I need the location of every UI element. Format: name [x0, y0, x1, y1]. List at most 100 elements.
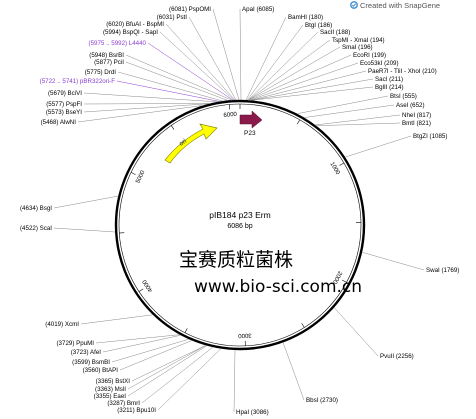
- site-label-btgi: BtgI (186): [305, 22, 332, 29]
- leader-line-bpu10i: [157, 348, 222, 411]
- tick-mark: [184, 328, 188, 333]
- tick-label: 6000: [223, 112, 237, 119]
- leader-line-pcii: [125, 61, 229, 101]
- leader-line-eco53ki: [248, 62, 359, 101]
- watermark-chinese: 宝赛质粒菌株: [179, 249, 293, 271]
- leader-line-pspomi: [212, 8, 240, 101]
- leader-line-pspfi: [83, 103, 212, 105]
- site-label-bseyi: (5573) BseYI: [46, 109, 82, 116]
- leader-line-bsgi: [53, 195, 119, 209]
- site-label-bglii: BglII (214): [375, 84, 404, 91]
- leader-line-xcmi: [80, 314, 154, 325]
- leader-line-scai: [53, 227, 116, 233]
- snapgene-credit: Created with SnapGene: [350, 1, 440, 10]
- tick-mark: [341, 279, 347, 283]
- site-label-pvuii: PvuII (2256): [380, 353, 414, 360]
- site-leader-lines: [53, 8, 425, 413]
- leader-line-tspmi: [247, 39, 331, 101]
- leader-line-bmri: [141, 346, 214, 404]
- site-label-afei: (3723) AfeI: [71, 349, 102, 356]
- site-label-saci1: SacII (188): [320, 29, 350, 36]
- site-label-btsi: BtsI (555): [390, 93, 417, 100]
- tick-mark: [296, 119, 300, 125]
- site-label-swai: SwaI (1769): [426, 267, 459, 274]
- leader-line-drdi: [117, 71, 224, 102]
- tick-label: 4000: [142, 278, 155, 293]
- leader-line-saci1: [247, 31, 319, 101]
- leader-line-pvuii: [333, 307, 379, 357]
- tick-label: 3000: [237, 332, 251, 339]
- site-label-l4440: (5975 .. 5992) L4440: [89, 40, 147, 47]
- leader-line-eaei: [127, 345, 208, 397]
- site-label-pbr322: (5722 .. 5741) pBR322ori-F: [40, 78, 116, 85]
- p23-feature-arrow: [239, 110, 263, 129]
- tick-mark: [301, 323, 305, 328]
- site-label-alwni: (5468) AlwNI: [41, 119, 77, 126]
- tick-mark: [339, 162, 345, 166]
- site-label-bamhi: BamHI (180): [288, 14, 323, 21]
- site-label-bcivi: (5679) BciVI: [48, 90, 82, 97]
- leader-line-smai: [247, 46, 341, 101]
- leader-line-bbsi: [282, 342, 305, 401]
- site-label-btapi: (3560) BtAPI: [83, 367, 119, 374]
- site-label-bfuai: (6020) BfuAI - BspMI: [106, 21, 164, 28]
- site-label-scai: (4522) ScaI: [20, 225, 52, 232]
- site-label-eco53ki: Eco53kI (209): [360, 60, 399, 67]
- tick-label: 1000: [328, 161, 340, 176]
- watermark-url: www.bio-sci.com.cn: [194, 277, 362, 297]
- site-label-ecori: EcoRI (199): [353, 52, 386, 59]
- plasmid-name: pIB184 p23 Erm: [209, 210, 270, 220]
- tick-mark: [170, 125, 175, 130]
- leader-line-bstxi: [131, 345, 207, 382]
- tick-mark: [138, 288, 144, 292]
- leader-line-l4440: [147, 42, 234, 101]
- leader-line-swai: [361, 251, 425, 271]
- leader-line-bamhi: [245, 16, 287, 101]
- site-label-pspomi: (6081) PspOMI: [169, 6, 211, 13]
- leader-line-msli: [127, 345, 207, 390]
- site-label-saci2: SacI (211): [375, 76, 403, 83]
- leader-line-btgi: [246, 24, 304, 101]
- site-label-ppumi: (3729) PpuMI: [57, 340, 95, 347]
- tick-label: 2000: [331, 270, 343, 285]
- leader-line-afei: [102, 334, 182, 353]
- site-label-paer7i: PaeR7I - TliI - XhoI (210): [368, 68, 437, 75]
- leader-line-saci2: [249, 78, 374, 101]
- site-label-bsrbi: (5948) BsrBI: [89, 52, 124, 59]
- site-label-xcmi: (4019) XcmI: [45, 321, 79, 328]
- site-label-bspqi: (5994) BspQI - SapI: [103, 29, 158, 36]
- ori-label: ori: [178, 138, 188, 148]
- credit-text: Created with SnapGene: [360, 1, 440, 10]
- leader-line-ecori: [247, 54, 352, 101]
- leader-line-nhei: [314, 114, 401, 126]
- leader-line-btgzi: [344, 135, 412, 158]
- leader-line-asei: [303, 104, 395, 118]
- plasmid-size: 6086 bp: [227, 223, 252, 230]
- leader-line-bglii: [249, 86, 374, 101]
- leader-line-btsi: [296, 95, 389, 114]
- leader-line-hpai: [233, 349, 236, 413]
- tick-label: 5000: [135, 169, 146, 184]
- site-label-nhei: NheI (817): [402, 112, 431, 119]
- leader-line-bseyi: [83, 103, 211, 113]
- site-label-psti: (6031) PstI: [157, 14, 188, 21]
- leader-line-bmti: [315, 122, 401, 127]
- leader-line-pbr322: [116, 80, 221, 102]
- site-label-pspfi: (5577) PspFI: [46, 101, 82, 108]
- snapgene-logo-icon: [350, 1, 358, 9]
- leader-line-btapi: [119, 340, 193, 371]
- site-label-bmri: (3287) BmrI: [107, 400, 140, 407]
- site-label-apai: ApaI (6085): [242, 6, 274, 13]
- site-label-msli: (3363) MslI: [95, 386, 126, 393]
- site-label-hpai: HpaI (3086): [236, 409, 269, 416]
- site-label-bmti: BmtI (821): [402, 120, 431, 127]
- site-label-pcii: (5877) PciI: [94, 59, 124, 66]
- site-label-bsgi: (4634) BsgI: [20, 205, 52, 212]
- leader-line-apai: [239, 8, 242, 101]
- site-label-smai: SmaI (196): [342, 44, 373, 51]
- leader-line-alwni: [77, 105, 205, 123]
- ori-feature-arrow: [164, 123, 218, 164]
- site-labels: ApaI (6085) (6081) PspOMI(6031) PstI(6020…: [20, 6, 459, 416]
- tick-mark: [130, 172, 136, 175]
